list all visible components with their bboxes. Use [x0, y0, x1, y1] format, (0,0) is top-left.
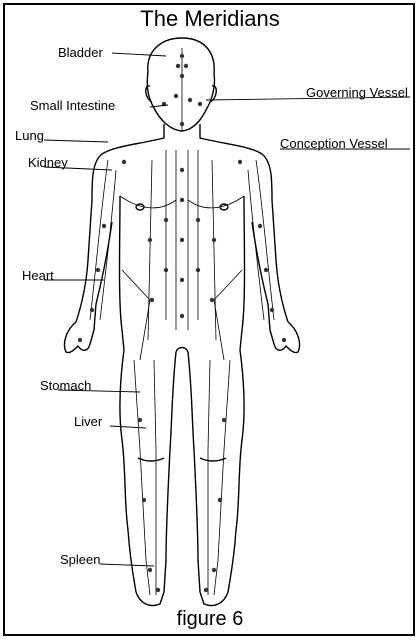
label-conception-vessel: Conception Vessel: [280, 136, 388, 151]
diagram-title: The Meridians: [0, 6, 420, 32]
acupoints: [78, 54, 286, 592]
leader-lines: [44, 53, 410, 566]
label-small-intestine: Small Intestine: [30, 98, 115, 113]
label-bladder: Bladder: [58, 45, 103, 60]
nipples: [136, 204, 228, 210]
meridian-lines: [90, 48, 274, 595]
label-liver: Liver: [74, 414, 102, 429]
figure-caption: figure 6: [0, 608, 420, 631]
label-heart: Heart: [22, 268, 54, 283]
label-stomach: Stomach: [40, 378, 91, 393]
label-kidney: Kidney: [28, 155, 68, 170]
label-governing-vessel: Governing Vessel: [306, 85, 408, 100]
label-lung: Lung: [15, 128, 44, 143]
label-spleen: Spleen: [60, 552, 100, 567]
